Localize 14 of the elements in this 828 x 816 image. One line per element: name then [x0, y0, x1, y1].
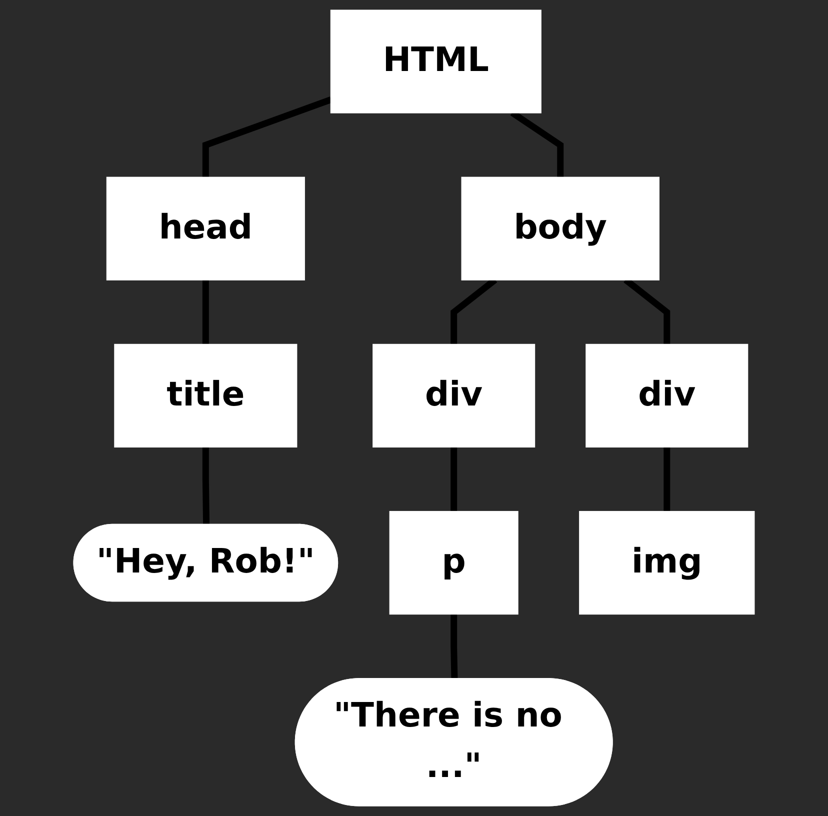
node-box: div: [586, 344, 748, 448]
connector: [202, 280, 209, 345]
node-box: body: [461, 176, 660, 280]
connector: [450, 446, 458, 512]
connector: [202, 96, 332, 178]
node-box: p: [389, 510, 518, 615]
node-box: img: [579, 510, 755, 615]
connector: [450, 614, 458, 680]
node-box: HTML: [330, 10, 542, 114]
connector: [202, 446, 210, 526]
node-box: title: [114, 344, 298, 448]
node-box: div: [372, 344, 536, 448]
connector: [664, 446, 670, 512]
node-box: head: [106, 176, 305, 280]
